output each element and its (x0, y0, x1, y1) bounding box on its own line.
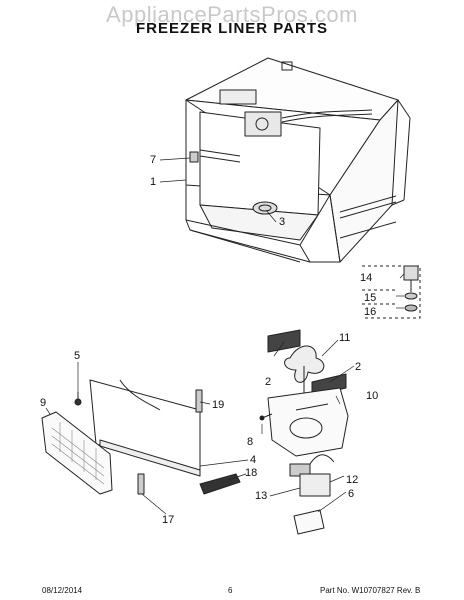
footer-page-number: 6 (228, 586, 233, 595)
callout-11: 11 (339, 332, 351, 344)
callout-5: 5 (74, 350, 81, 362)
callout-12: 12 (346, 474, 359, 486)
page-title: FREEZER LINER PARTS (135, 20, 329, 37)
callout-3: 3 (279, 216, 286, 228)
callout-18: 18 (245, 467, 258, 479)
freezer-liner (185, 57, 411, 263)
callout-16: 16 (364, 306, 377, 318)
callout-19: 19 (212, 399, 225, 411)
callout-13: 13 (255, 490, 268, 502)
callout-17: 17 (162, 514, 175, 526)
callout-7: 7 (150, 154, 157, 166)
parts-14-16-group (362, 265, 421, 319)
callout-14: 14 (360, 272, 373, 284)
callout-2-left: 2 (265, 376, 272, 388)
callout-1: 1 (150, 176, 157, 188)
leader-lines (45, 157, 405, 515)
callout-4: 4 (250, 454, 257, 466)
footer-date: 08/12/2014 (42, 586, 83, 595)
callout-15: 15 (364, 292, 377, 304)
callout-9: 9 (40, 397, 47, 409)
front-cover-assembly (41, 379, 241, 495)
callout-10: 10 (366, 390, 379, 402)
watermark: AppliancePartsPros.com (106, 2, 358, 27)
callout-8: 8 (247, 436, 254, 448)
callout-2-right: 2 (355, 361, 362, 373)
callout-6: 6 (348, 488, 355, 500)
fan-assembly (259, 329, 349, 535)
footer-part-number: Part No. W10707827 Rev. B (320, 586, 421, 595)
